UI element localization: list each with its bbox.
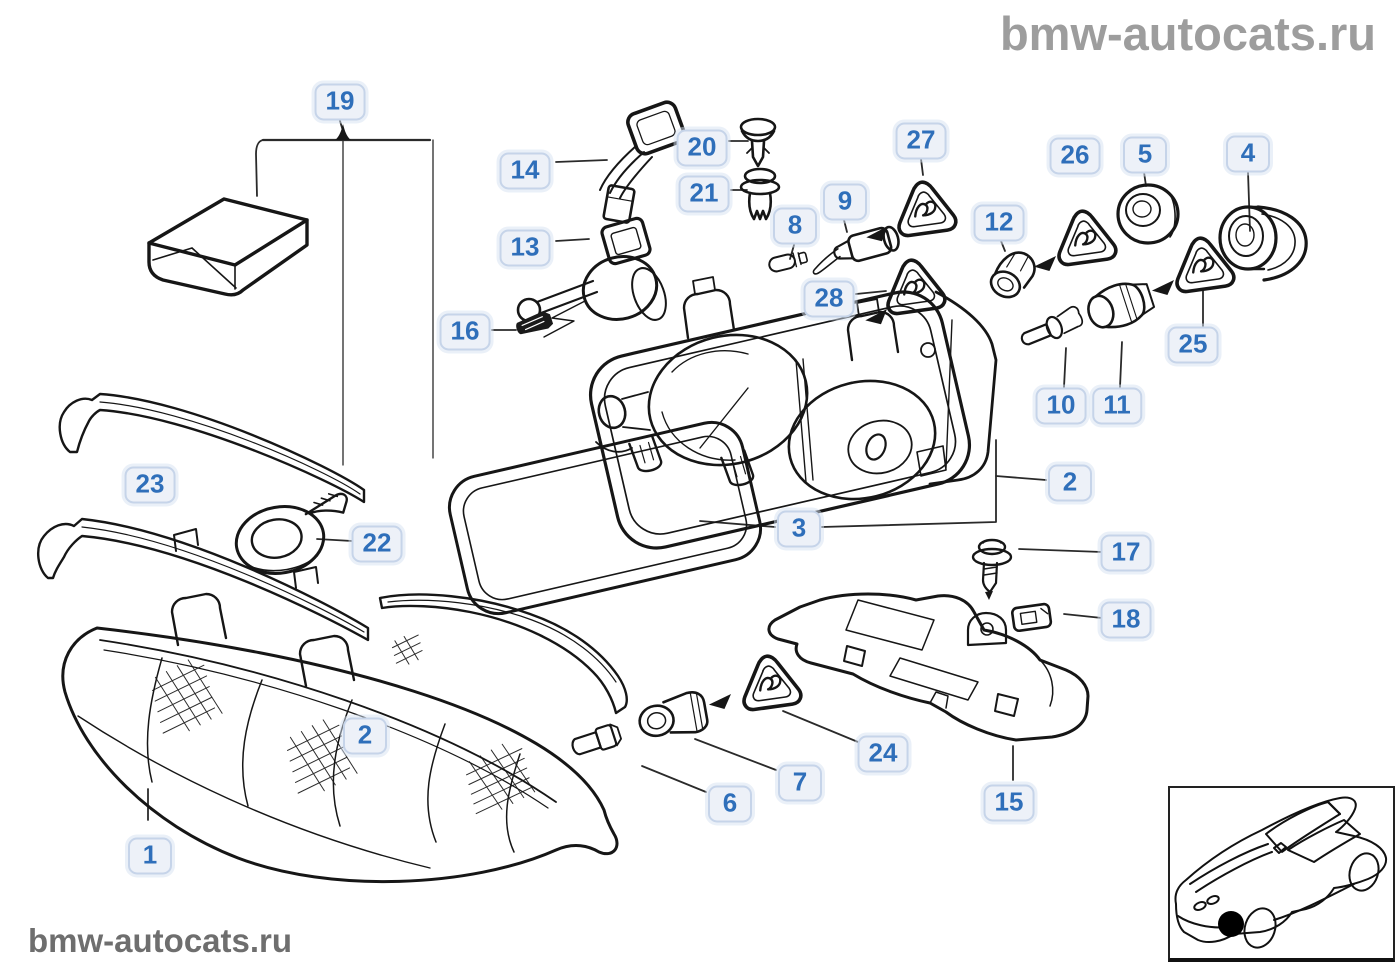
indicator-bulb-drawing-6 <box>571 723 622 756</box>
car-location-thumbnail <box>1168 786 1395 962</box>
ring-bracket-drawing <box>234 492 348 575</box>
part-label-21[interactable]: 21 <box>678 175 730 213</box>
mounting-bracket-drawing <box>767 592 1090 742</box>
part-label-2-lens[interactable]: 2 <box>343 717 387 755</box>
part-label-6[interactable]: 6 <box>708 785 752 823</box>
headlight-location-dot-icon <box>1218 911 1244 937</box>
part-label-15[interactable]: 15 <box>983 784 1035 822</box>
wiring-harness-drawing <box>599 100 686 224</box>
part-label-4[interactable]: 4 <box>1226 135 1270 173</box>
trim-strip-lower-drawing <box>37 517 370 642</box>
part-label-10[interactable]: 10 <box>1035 387 1087 425</box>
sealing-cap-large-drawing-4 <box>1218 205 1308 282</box>
direction-arrow-icons <box>335 124 1178 713</box>
watermark-bottom-left: bmw-autocats.ru <box>28 922 293 959</box>
part-label-22[interactable]: 22 <box>351 525 403 563</box>
part-label-14[interactable]: 14 <box>499 152 551 190</box>
watermark-top-right: bmw-autocats.ru <box>999 7 1376 60</box>
part-label-12[interactable]: 12 <box>973 204 1025 242</box>
control-unit-box-drawing <box>147 197 309 297</box>
part-label-19[interactable]: 19 <box>314 83 366 121</box>
part-label-3[interactable]: 3 <box>777 510 821 548</box>
part-label-27[interactable]: 27 <box>895 122 947 160</box>
part-label-23[interactable]: 23 <box>124 466 176 504</box>
push-clip-drawing <box>739 117 777 168</box>
part-label-16[interactable]: 16 <box>439 313 491 351</box>
bulb-socket-drawing-11 <box>1087 282 1156 329</box>
part-label-9[interactable]: 9 <box>823 183 867 221</box>
screw-drawing-17 <box>971 538 1013 600</box>
part-label-25[interactable]: 25 <box>1167 326 1219 364</box>
part-label-13[interactable]: 13 <box>499 229 551 267</box>
adjusting-screw-drawing <box>516 311 554 335</box>
sealing-cap-small-drawing-5 <box>1116 183 1180 245</box>
part-label-20[interactable]: 20 <box>676 129 728 167</box>
headlight-lens-drawing <box>61 592 619 884</box>
expansion-rivet-drawing <box>739 167 781 221</box>
headlight-housing-drawing <box>588 276 998 550</box>
part-label-1[interactable]: 1 <box>128 837 172 875</box>
small-bulb-drawing-8 <box>768 251 808 273</box>
part-label-18[interactable]: 18 <box>1100 601 1152 639</box>
bulb-holder-drawing <box>516 216 667 338</box>
part-label-2[interactable]: 2 <box>1048 464 1092 502</box>
gasket-frame-drawing <box>447 420 763 616</box>
bmw-sedan-outline-icon <box>1174 796 1388 949</box>
part-label-17[interactable]: 17 <box>1100 534 1152 572</box>
part-label-7[interactable]: 7 <box>778 764 822 802</box>
clip-drawing-18 <box>1010 602 1053 633</box>
bulb-socket-drawing-7 <box>638 691 709 738</box>
part-label-8[interactable]: 8 <box>773 207 817 245</box>
part-label-24[interactable]: 24 <box>857 735 909 773</box>
trim-strip-upper-drawing <box>58 392 366 504</box>
bulb-with-socket-drawing-9 <box>812 225 900 275</box>
part-label-28[interactable]: 28 <box>803 280 855 318</box>
bulb-drawing-10 <box>1020 305 1084 346</box>
part-label-5[interactable]: 5 <box>1123 136 1167 174</box>
seal-strip-drawing <box>378 593 628 715</box>
part-label-11[interactable]: 11 <box>1092 387 1142 425</box>
part-label-26[interactable]: 26 <box>1049 137 1101 175</box>
bulb-socket-drawing-12 <box>989 251 1036 299</box>
